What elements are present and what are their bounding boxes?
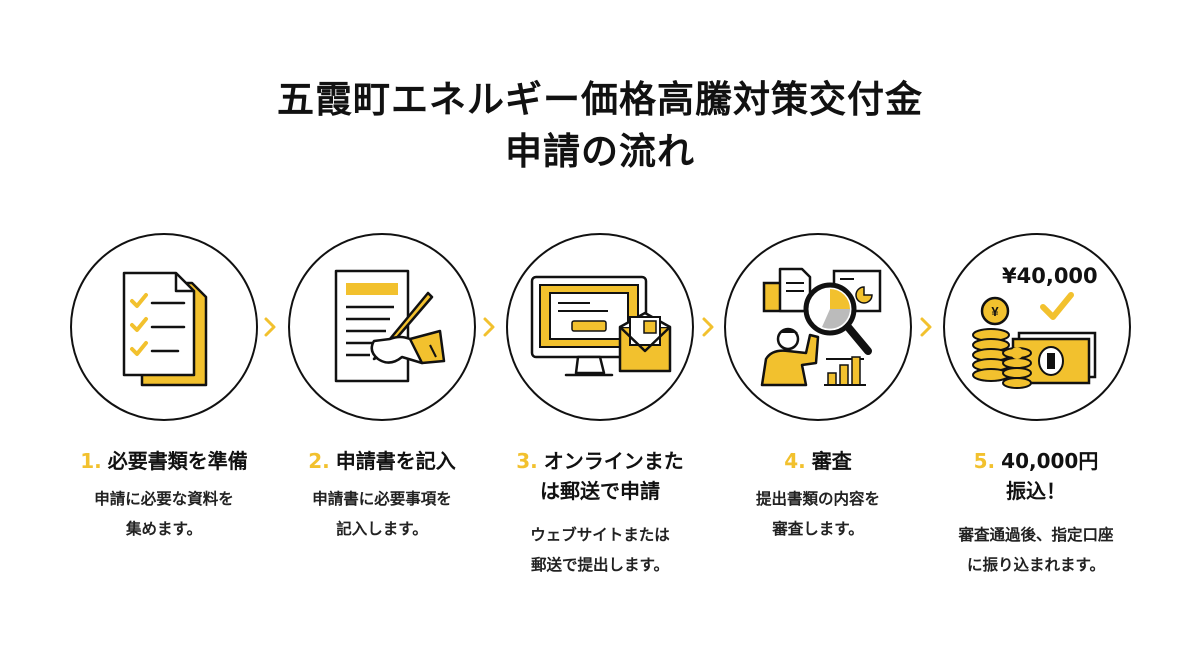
step-3-circle: [506, 233, 694, 421]
chevron-right-icon: [702, 317, 714, 337]
step-5-number: 5.: [973, 449, 996, 473]
step-3-description: ウェブサイトまたは 郵送で提出します。: [530, 526, 670, 574]
step-1-number: 1.: [80, 449, 102, 473]
step-2-description: 申請書に必要事項を 記入します。: [312, 490, 452, 538]
title-line-1: 五霞町エネルギー価格高騰対策交付金: [277, 78, 923, 121]
step-3-number: 3.: [516, 449, 538, 473]
step-4-title: 4.審査: [784, 449, 852, 473]
chevron-right-icon: [264, 317, 276, 337]
step-5-description: 審査通過後、指定口座 に振り込まれます。: [958, 526, 1114, 574]
person-magnifier-review-icon: [760, 267, 882, 387]
page-title: 五霞町エネルギー価格高騰対策交付金 申請の流れ: [0, 74, 1200, 178]
step-1-title: 1.必要書類を準備: [80, 449, 248, 473]
chevron-right-icon: [920, 317, 932, 337]
step-2-title: 2.申請書を記入: [308, 449, 456, 473]
step-5-amount-label: ¥40,000: [1002, 264, 1098, 288]
yen-coins-banknote-icon: ¥: [972, 292, 1097, 389]
step-5-title: 5.40,000円 振込！: [973, 449, 1099, 503]
step-4-description: 提出書類の内容を 審査します。: [755, 490, 880, 538]
step-5-circle: ¥: [943, 233, 1131, 421]
chevron-right-icon: [483, 317, 495, 337]
step-3-title: 3.オンラインまた は郵送で申請: [516, 449, 684, 503]
title-line-2: 申請の流れ: [505, 130, 695, 173]
hand-writing-pen-icon: [334, 269, 446, 383]
computer-and-envelope-icon: [530, 275, 672, 377]
step-2-circle: [288, 233, 476, 421]
step-1-description: 申請に必要な資料を 集めます。: [94, 490, 234, 538]
step-4-circle: [724, 233, 912, 421]
svg-text:¥: ¥: [991, 304, 999, 319]
document-checklist-icon: [122, 271, 208, 387]
step-4-number: 4.: [784, 449, 806, 473]
step-2-number: 2.: [308, 449, 330, 473]
step-1-circle: [70, 233, 258, 421]
